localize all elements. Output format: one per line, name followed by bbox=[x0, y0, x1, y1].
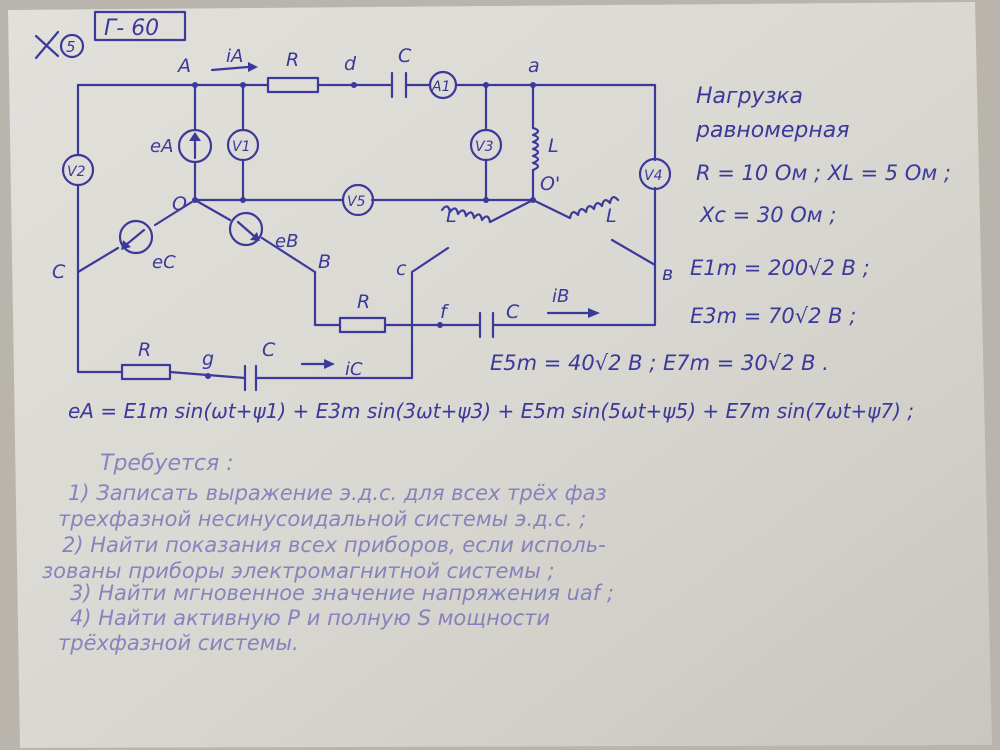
node-b: в bbox=[662, 263, 673, 285]
node-a: a bbox=[528, 55, 540, 77]
label-c-ca: C bbox=[262, 339, 276, 361]
inductor-c bbox=[440, 205, 492, 224]
label-ec: eC bbox=[152, 252, 176, 273]
inductor-b bbox=[568, 196, 620, 220]
node-c: c bbox=[396, 258, 407, 280]
inductor-a bbox=[531, 126, 540, 172]
task-4b: трёхфазной системы. bbox=[58, 631, 299, 655]
task-2a: 2) Найти показания всех приборов, если и… bbox=[62, 533, 606, 557]
task-1a: 1) Записать выражение э.д.с. для всех тр… bbox=[68, 481, 607, 505]
label-c-bc: C bbox=[506, 301, 520, 323]
tasks-title: Требуется : bbox=[100, 451, 234, 476]
emf-source-b bbox=[228, 211, 264, 247]
current-arrow-ia bbox=[210, 62, 258, 72]
voltmeter-v5: V5 bbox=[341, 183, 375, 217]
label-ea: eA bbox=[150, 136, 173, 157]
task-1b: трехфазной несинусоидальной системы э.д.… bbox=[58, 507, 586, 531]
label-l-c: L bbox=[446, 205, 457, 227]
capacitor-bc bbox=[478, 311, 495, 339]
param-e1m: E1m = 200√2 B ; bbox=[690, 256, 870, 280]
svg-text:V2: V2 bbox=[67, 164, 86, 180]
capacitor-ca bbox=[243, 364, 258, 392]
task-3: 3) Найти мгновенное значение напряжения … bbox=[70, 581, 614, 605]
node-labels: A a d O O' B в C c f g bbox=[52, 53, 673, 370]
voltmeter-v1: V1 bbox=[226, 128, 260, 162]
label-ic: iC bbox=[345, 359, 363, 380]
voltmeter-v3: V3 bbox=[469, 128, 503, 162]
svg-text:V4: V4 bbox=[644, 168, 662, 184]
parameters-block: Нагрузка равномерная R = 10 Ом ; XL = 5 … bbox=[490, 84, 951, 375]
emf-source-c bbox=[118, 219, 154, 255]
param-e5m-e7m: E5m = 40√2 B ; E7m = 30√2 B . bbox=[490, 351, 829, 375]
label-l-a: L bbox=[548, 135, 559, 157]
paper-background bbox=[8, 2, 992, 748]
param-line1: Нагрузка bbox=[696, 84, 803, 109]
label-r-top: R bbox=[286, 49, 299, 71]
ammeter-a1: A1 bbox=[428, 70, 458, 100]
label-eb: eB bbox=[275, 231, 298, 252]
node-g: g bbox=[202, 348, 214, 370]
label-c-top: C bbox=[398, 45, 412, 67]
node-A: A bbox=[176, 55, 191, 77]
param-e3m: E3m = 70√2 B ; bbox=[690, 304, 856, 328]
label-ia: iA bbox=[226, 46, 243, 67]
svg-text:A1: A1 bbox=[431, 79, 450, 95]
task-2b: зованы приборы электромагнитной системы … bbox=[42, 559, 555, 583]
variant-label: Г- 60 bbox=[104, 16, 159, 41]
svg-text:V3: V3 bbox=[475, 139, 493, 155]
svg-text:V5: V5 bbox=[347, 194, 366, 210]
junction-dots bbox=[192, 82, 536, 379]
resistor-top bbox=[266, 76, 320, 94]
corner-mark: 5 bbox=[66, 38, 76, 56]
param-xc: Xc = 30 Ом ; bbox=[699, 203, 836, 227]
node-O: O bbox=[172, 193, 187, 215]
resistor-ca bbox=[120, 363, 172, 381]
node-O1: O' bbox=[540, 173, 560, 195]
component-labels: R C L L L R C R C iA iB iC eA eB eC bbox=[138, 45, 617, 380]
task-4a: 4) Найти активную P и полную S мощности bbox=[70, 606, 550, 630]
param-r-xl: R = 10 Ом ; XL = 5 Ом ; bbox=[696, 161, 951, 185]
node-B: B bbox=[318, 251, 331, 273]
node-f: f bbox=[440, 301, 450, 323]
node-C: C bbox=[52, 261, 66, 283]
variant-header: 5 Г- 60 bbox=[34, 10, 187, 60]
current-arrow-ic bbox=[300, 359, 335, 369]
label-ib: iB bbox=[552, 286, 569, 307]
current-arrow-ib bbox=[546, 308, 600, 318]
node-d: d bbox=[344, 53, 357, 75]
tasks-block: Требуется : 1) Записать выражение э.д.с.… bbox=[42, 451, 614, 655]
emf-source-a bbox=[177, 128, 213, 164]
voltmeter-v2: V2 bbox=[61, 153, 95, 187]
label-l-b: L bbox=[606, 205, 617, 227]
resistor-bc bbox=[338, 316, 387, 334]
emf-formula: eA = E1m sin(ωt+ψ1) + E3m sin(3ωt+ψ3) + … bbox=[68, 399, 914, 423]
capacitor-top bbox=[390, 71, 408, 99]
voltmeter-v4: V4 bbox=[638, 157, 672, 191]
svg-text:V1: V1 bbox=[232, 139, 250, 155]
label-r-bc: R bbox=[357, 291, 370, 313]
label-r-ca: R bbox=[138, 339, 151, 361]
param-line2: равномерная bbox=[695, 118, 849, 143]
